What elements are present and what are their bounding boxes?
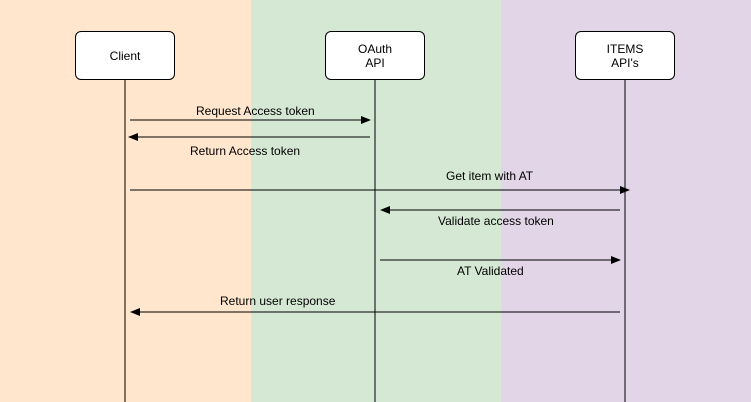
client-participant: Client [75,31,175,80]
return-user-response-label: Return user response [220,294,336,308]
items-participant: ITEMS API's [575,31,675,80]
get-item-label: Get item with AT [446,169,534,183]
return-access-token-label: Return Access token [190,144,301,158]
request-access-token-label: Request Access token [196,104,315,118]
oauth-participant: OAuth API [325,31,425,80]
at-validated-label: AT Validated [457,264,524,278]
validate-access-token-label: Validate access token [438,214,554,228]
